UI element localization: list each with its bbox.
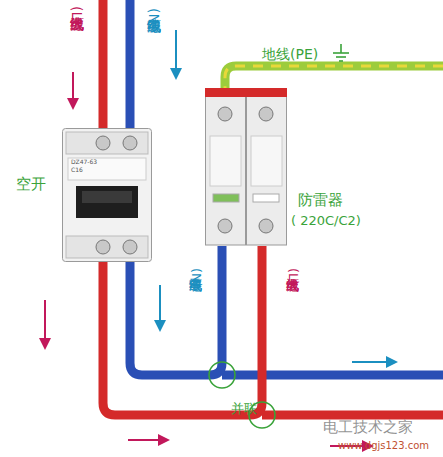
- neutral-wire-connector: [130, 246, 222, 375]
- wire-name: 电源线火线(L): [285, 268, 300, 285]
- node-label: 防雷器: [298, 192, 343, 209]
- live-wire: [99, 0, 108, 132]
- circuit-breaker: 空开: [62, 128, 152, 262]
- surge-protector: 防雷器( 220C/C2): [205, 88, 287, 246]
- node-label: ( 220C/C2): [291, 214, 361, 229]
- rating-text: C16: [71, 167, 83, 174]
- live-wire-connector: [103, 246, 262, 415]
- watermark-url: www.dgjs123.com: [338, 440, 429, 452]
- wire-name: 电源线零线(N): [146, 8, 162, 29]
- wire-name: 电源线火线(L): [69, 6, 85, 25]
- watermark: 电工技术之家: [323, 419, 413, 436]
- neutral-wire: [222, 371, 443, 380]
- node-label: 空开: [16, 176, 46, 193]
- surge-protector-body: [205, 88, 287, 246]
- flow-arrow: [39, 30, 398, 452]
- breaker-body: [62, 128, 152, 262]
- wire-name: 电源线零线(N): [188, 268, 203, 288]
- model-number: DZ47-63: [71, 159, 97, 166]
- wire-name: 地线(PE): [262, 46, 318, 62]
- parallel-junction-circle: [209, 362, 235, 388]
- neutral-wire: [126, 0, 135, 132]
- ground-symbol: [333, 44, 349, 61]
- junction-label: 并联: [231, 402, 257, 417]
